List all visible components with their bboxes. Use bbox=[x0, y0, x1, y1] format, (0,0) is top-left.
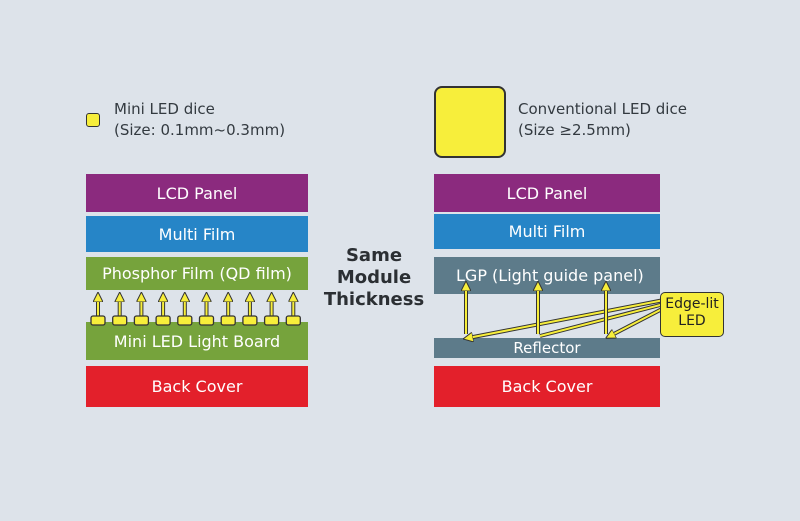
conventional-led-die-icon bbox=[434, 86, 506, 158]
conventional-led-legend-line2: (Size ≥2.5mm) bbox=[518, 121, 631, 139]
reflector-layer: Reflector bbox=[434, 338, 660, 358]
center-label-line2: Module bbox=[336, 267, 412, 288]
mini-led-light-board-layer: Mini LED Light Board bbox=[86, 322, 308, 360]
mini-led-die bbox=[220, 315, 236, 326]
mini-led-die-icon bbox=[86, 113, 100, 127]
conventional-led-legend-line1: Conventional LED dice bbox=[518, 100, 687, 118]
left-lcd-panel-layer: LCD Panel bbox=[86, 174, 308, 212]
edge-lit-line1: Edge-lit bbox=[665, 296, 719, 312]
mini-led-die bbox=[285, 315, 301, 326]
mini-led-die bbox=[198, 315, 215, 326]
mini-led-die bbox=[155, 315, 171, 326]
mini-led-die bbox=[242, 315, 258, 326]
right-multi-film-layer: Multi Film bbox=[434, 214, 660, 249]
mini-led-upward-arrows bbox=[98, 297, 293, 316]
phosphor-film-layer: Phosphor Film (QD film) bbox=[86, 257, 308, 290]
left-back-cover-layer: Back Cover bbox=[86, 366, 308, 407]
right-back-cover-layer: Back Cover bbox=[434, 366, 660, 407]
mini-led-dice-row bbox=[90, 315, 301, 326]
light-guide-panel-layer: LGP (Light guide panel) bbox=[434, 257, 660, 294]
conventional-led-legend-label: Conventional LED dice (Size ≥2.5mm) bbox=[518, 99, 687, 141]
mini-led-die bbox=[177, 315, 193, 326]
mini-led-legend-label: Mini LED dice (Size: 0.1mm~0.3mm) bbox=[114, 99, 285, 141]
center-label-line3: Thickness bbox=[323, 289, 425, 310]
mini-led-die bbox=[90, 315, 106, 326]
edge-ray-1-fill bbox=[468, 299, 665, 338]
edge-lit-light-rays bbox=[466, 286, 665, 338]
same-module-thickness-label: Same Module Thickness bbox=[318, 245, 430, 311]
mini-led-legend-line2: (Size: 0.1mm~0.3mm) bbox=[114, 121, 286, 139]
edge-ray-3-fill bbox=[610, 307, 665, 336]
mini-led-die bbox=[112, 315, 128, 326]
right-lcd-panel-layer: LCD Panel bbox=[434, 174, 660, 212]
edge-ray-2-fill bbox=[539, 303, 665, 337]
edge-lit-led-box: Edge-lit LED bbox=[660, 292, 724, 337]
edge-lit-line2: LED bbox=[678, 313, 706, 329]
center-label-line1: Same bbox=[345, 245, 403, 266]
mini-led-die bbox=[263, 315, 280, 326]
left-multi-film-layer: Multi Film bbox=[86, 216, 308, 252]
lgp-label: LGP (Light guide panel) bbox=[456, 266, 644, 285]
mini-led-die bbox=[133, 315, 150, 326]
mini-led-legend-line1: Mini LED dice bbox=[114, 100, 215, 118]
